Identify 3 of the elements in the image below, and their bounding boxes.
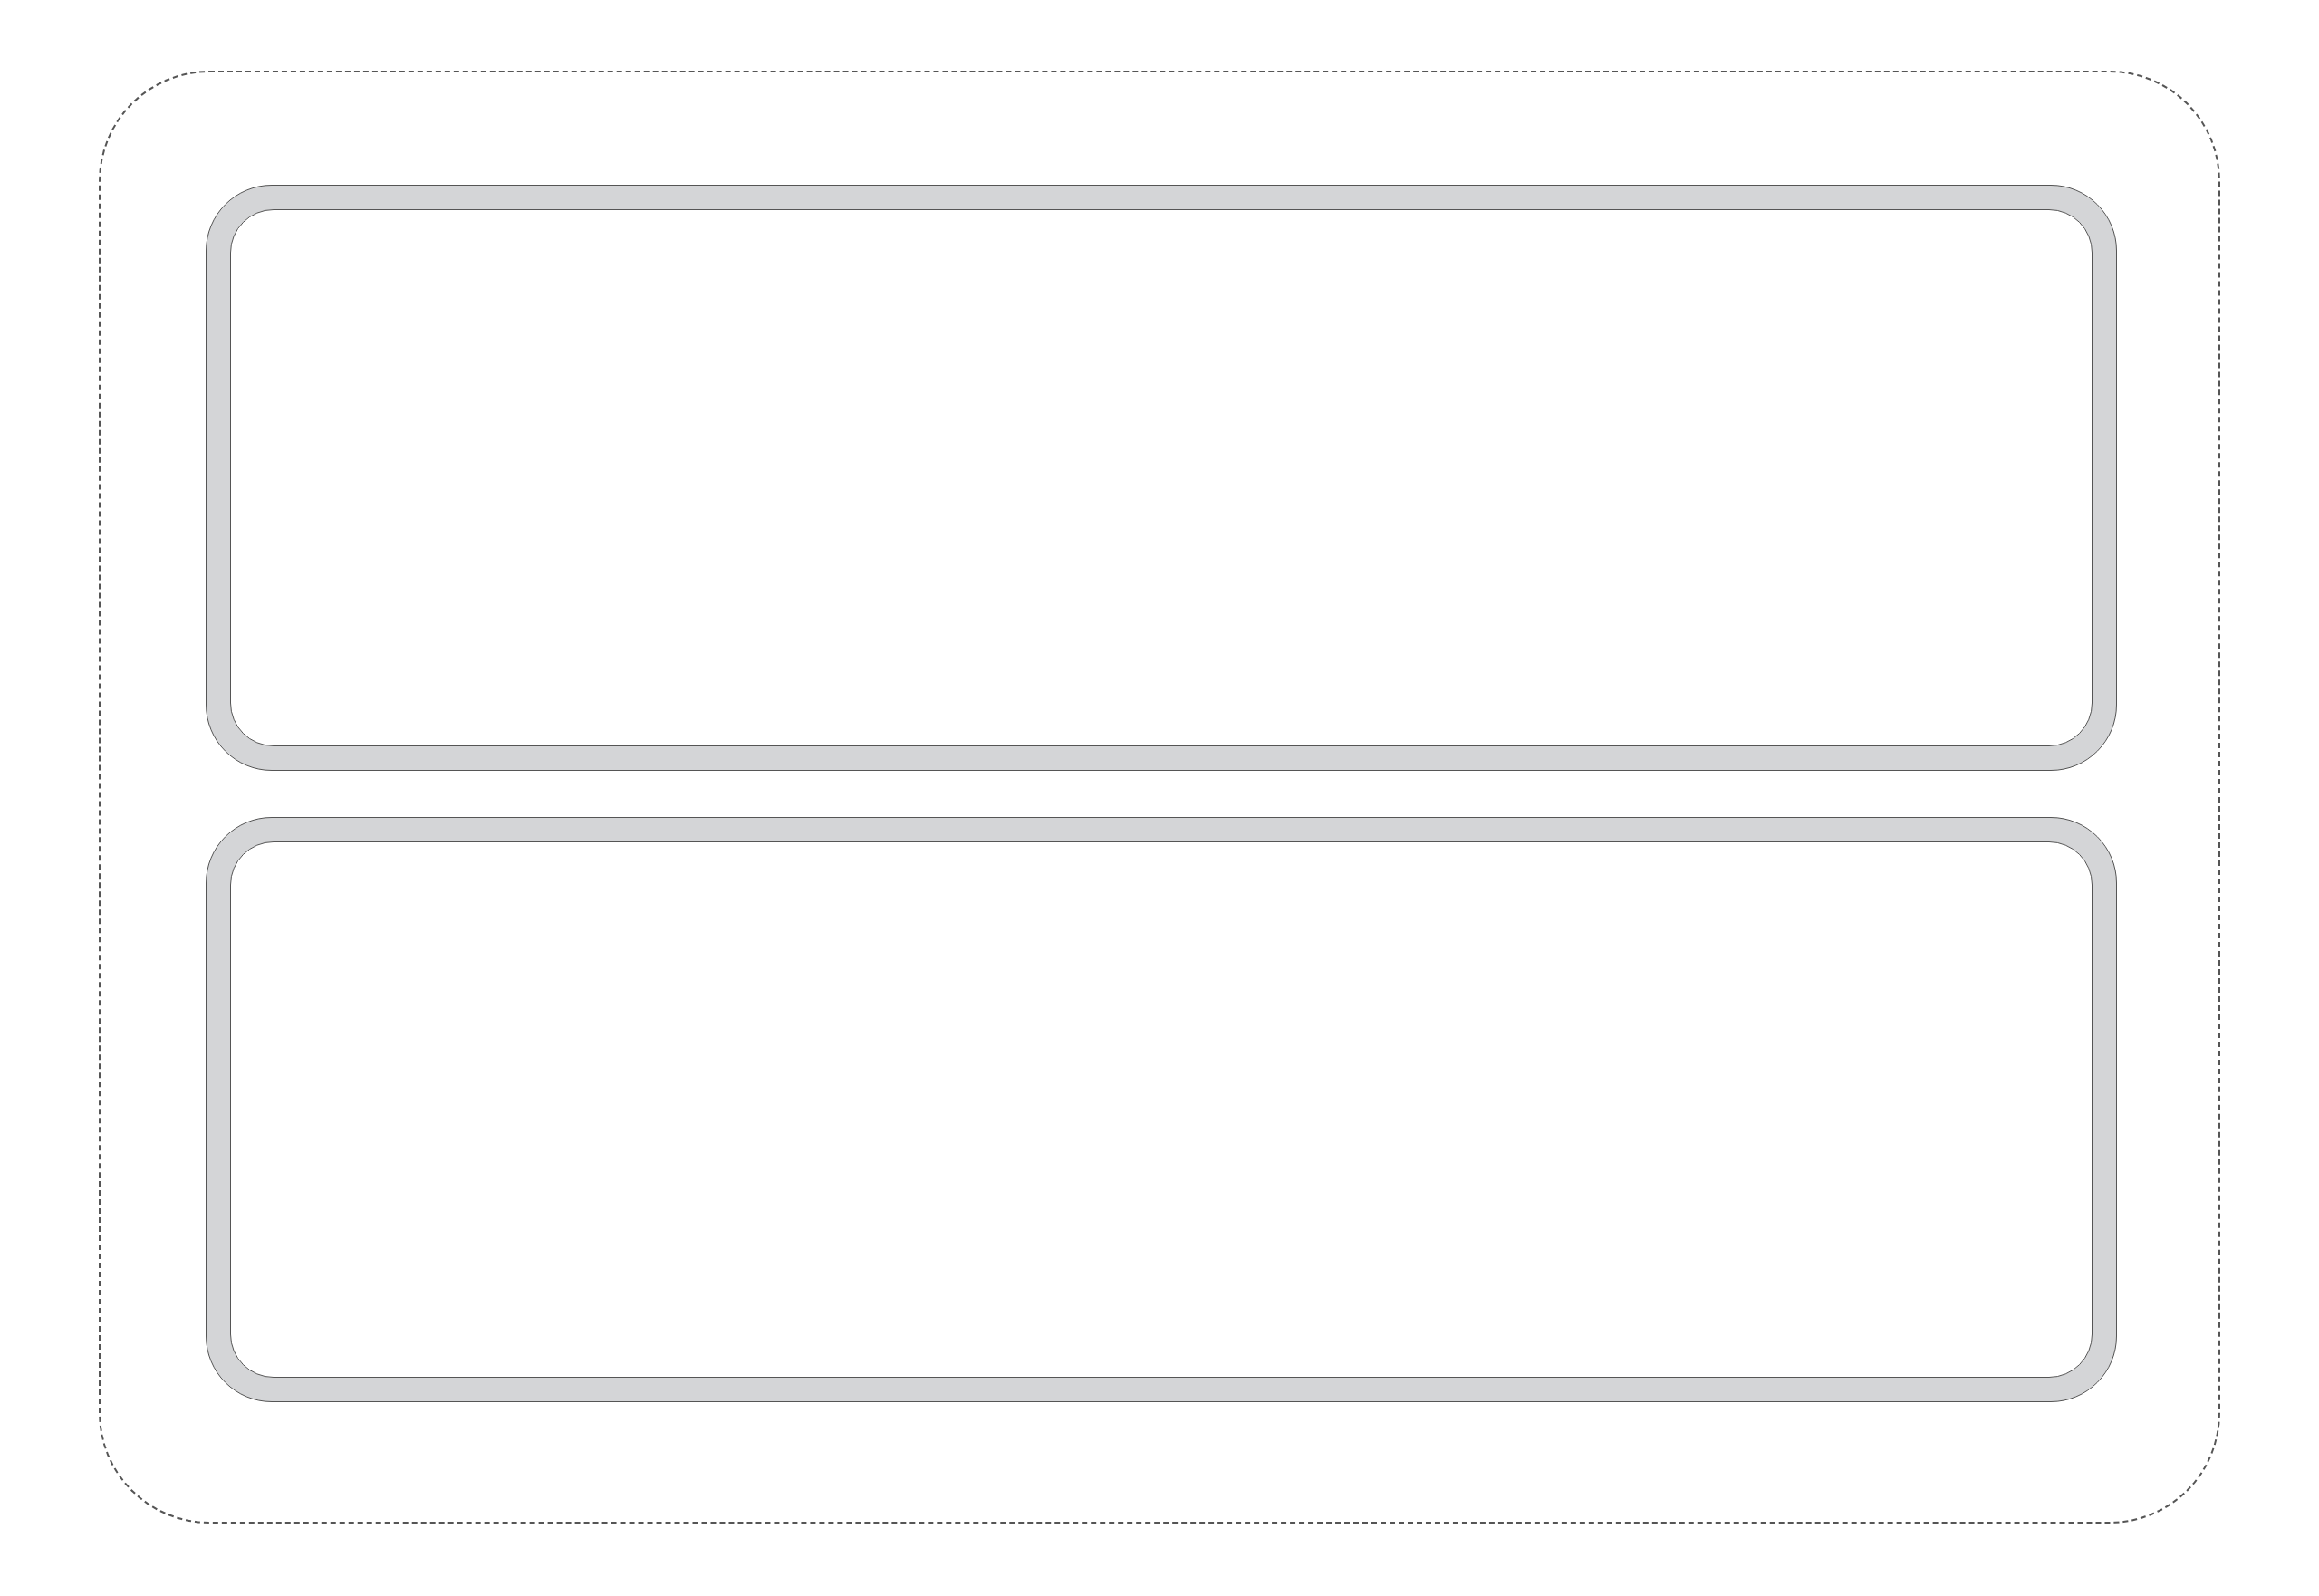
rounded-frame <box>206 817 2117 1402</box>
dashed-boundary <box>99 71 2220 1524</box>
rounded-frame <box>206 185 2117 771</box>
